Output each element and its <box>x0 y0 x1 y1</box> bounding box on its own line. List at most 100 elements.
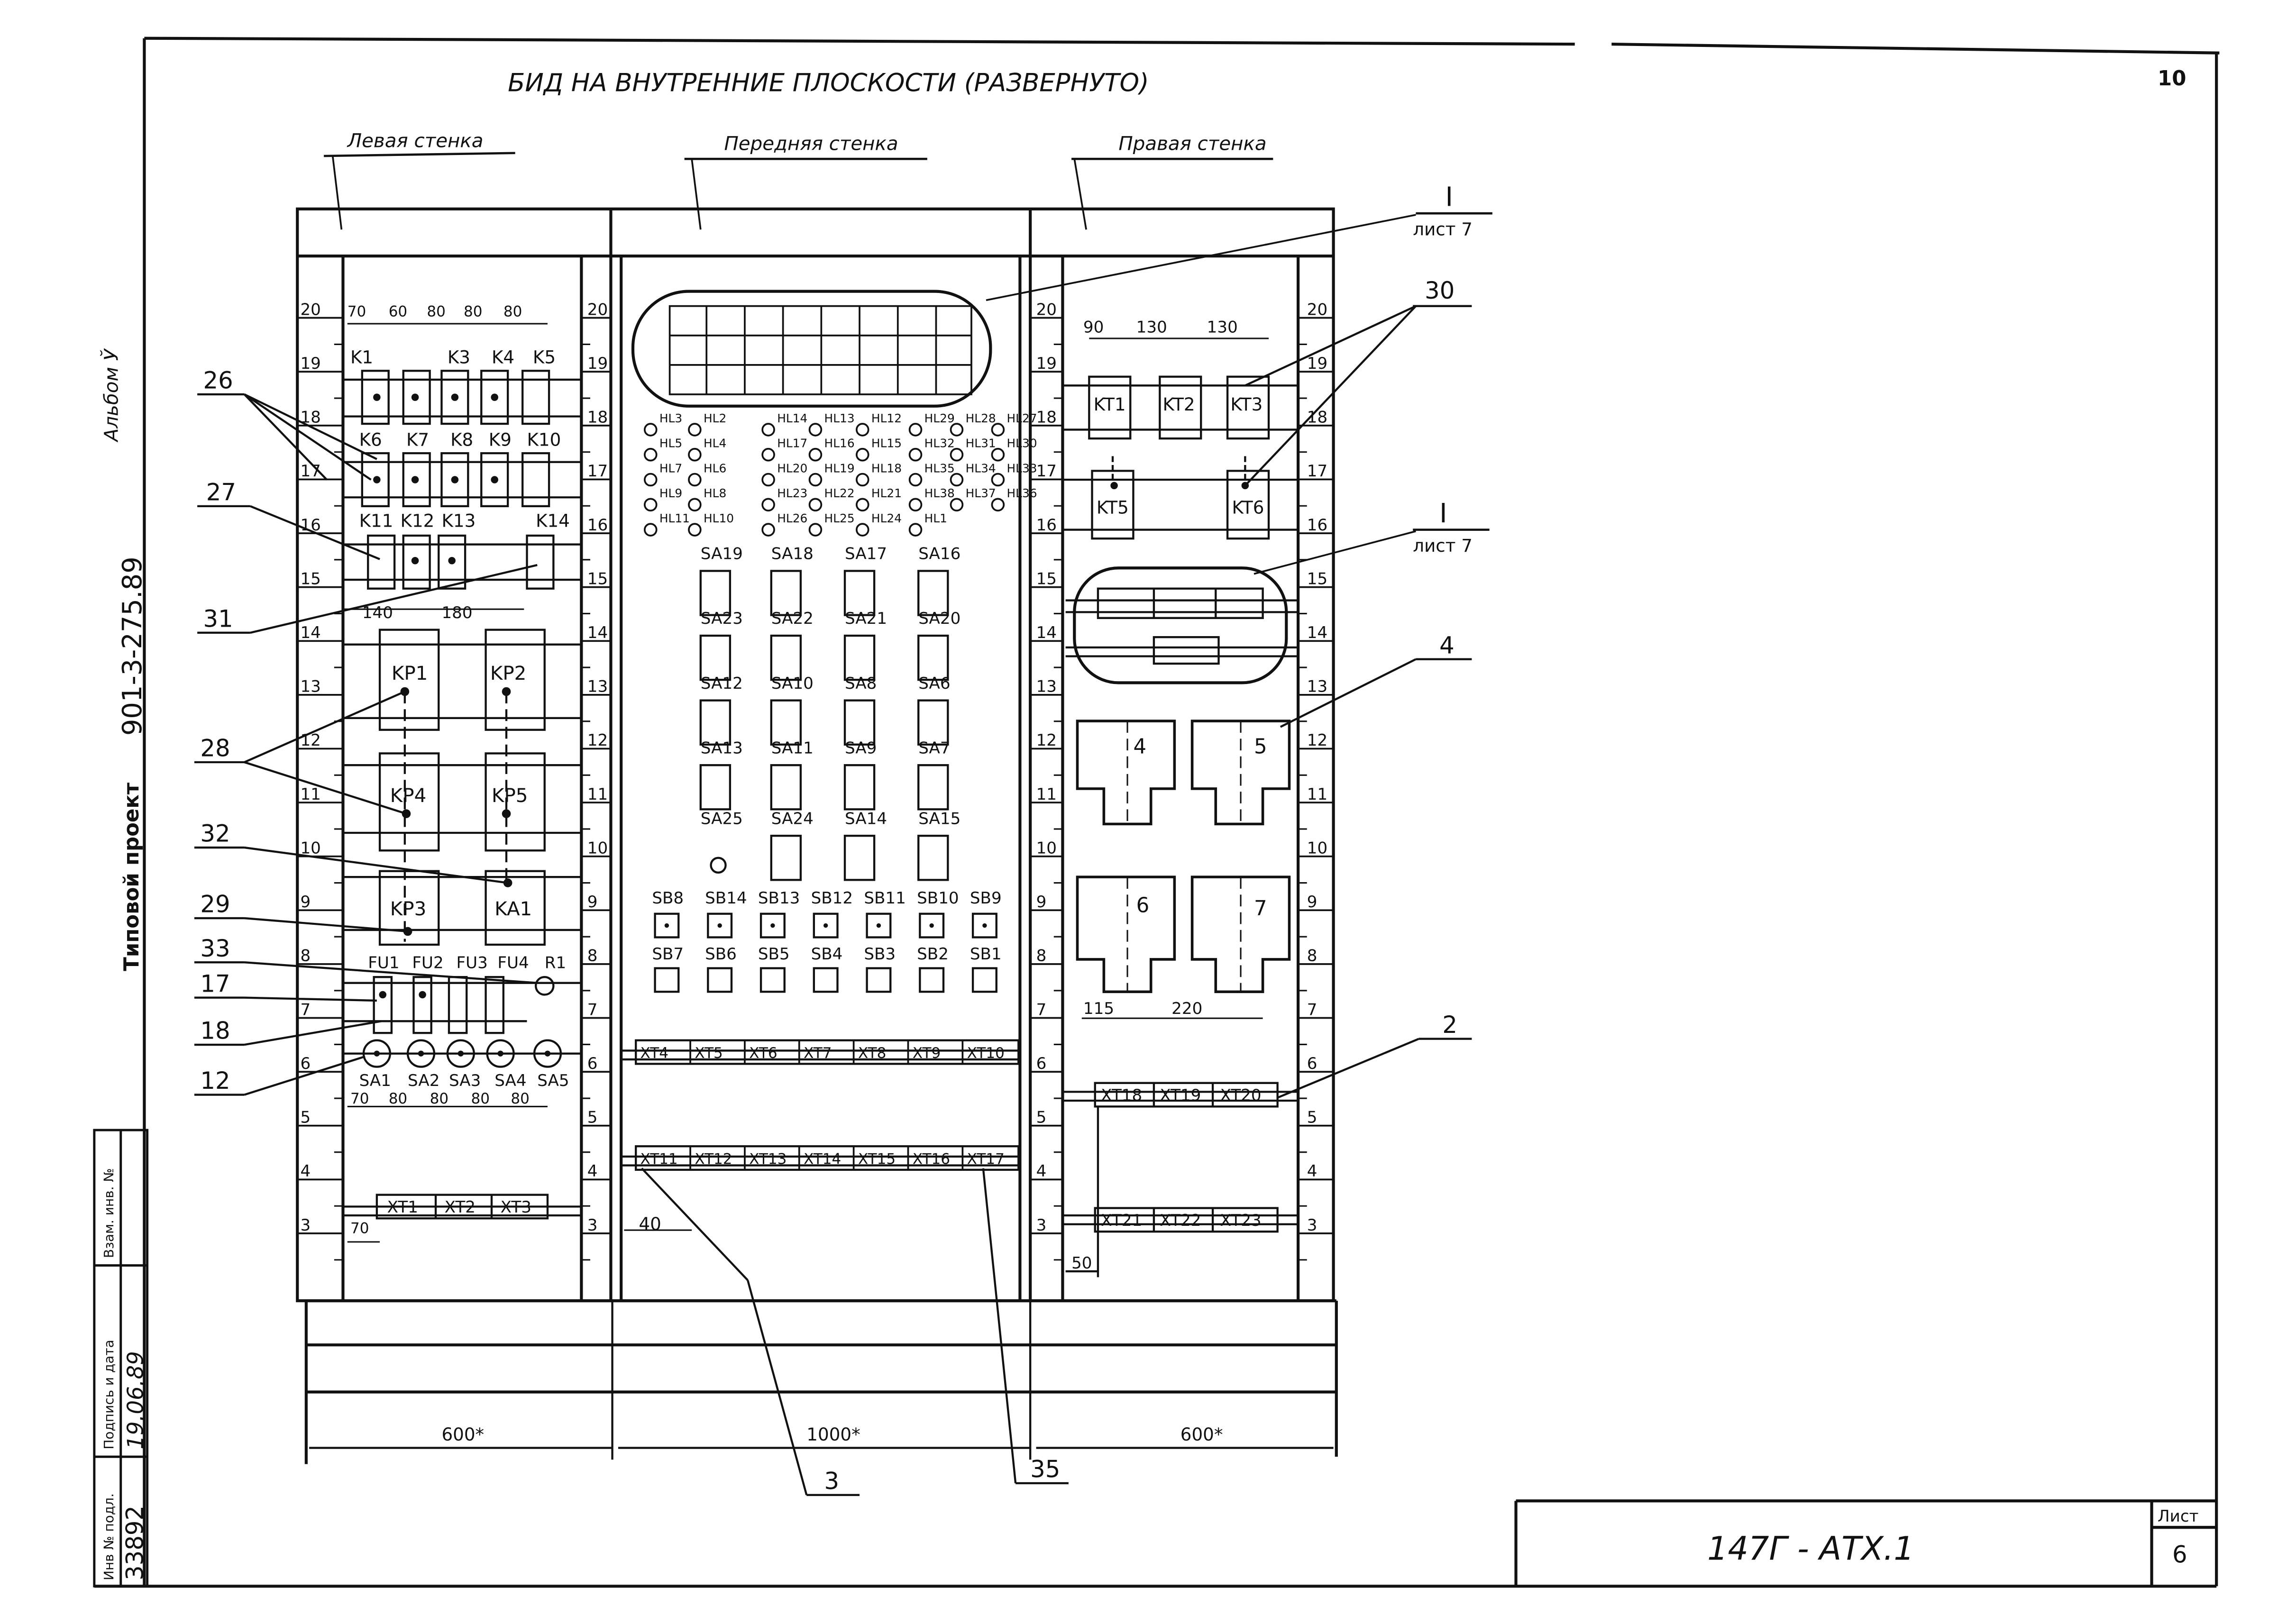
scale-tick-label: 19 <box>587 354 608 373</box>
xt2-label: XT2 <box>445 1198 476 1217</box>
front-terminal-label: XT5 <box>695 1045 723 1062</box>
xt3-label: XT3 <box>501 1198 531 1217</box>
sheet-label: Лист <box>2158 1507 2198 1526</box>
right-dim-3: 130 <box>1207 318 1238 337</box>
button-label: SB5 <box>758 945 790 964</box>
view-ref-mid-roman: I <box>1439 498 1447 529</box>
scale-tick-label: 9 <box>1307 893 1317 912</box>
scale-tick-label: 5 <box>1036 1108 1047 1127</box>
view-ref-mid-sheet: лист 7 <box>1413 535 1473 556</box>
stamp-sign-value: 19.06.89 <box>122 1351 148 1449</box>
xt19-label: XT19 <box>1160 1086 1201 1105</box>
scale-tick-label: 3 <box>1036 1216 1047 1235</box>
scale-tick-label: 11 <box>300 785 320 804</box>
scale-tick-label: 20 <box>587 300 608 319</box>
overall-dim-left: 600* <box>441 1424 484 1445</box>
block-4: 4 <box>1133 735 1146 758</box>
sa2-label: SA2 <box>408 1071 439 1090</box>
scale-tick-label: 17 <box>1036 462 1057 481</box>
front-switch <box>699 764 732 811</box>
relay-k11: K11 <box>359 510 393 531</box>
scale-tick-label: 4 <box>1036 1162 1047 1181</box>
scale-tick-label: 17 <box>1307 462 1327 481</box>
kt5-label: KT5 <box>1097 497 1129 518</box>
front-switch-label: SA16 <box>918 545 960 564</box>
front-switch <box>770 699 802 746</box>
page-number: 10 <box>2158 67 2186 91</box>
front-terminal-label: XT15 <box>858 1150 896 1167</box>
xt20-label: XT20 <box>1220 1086 1262 1105</box>
front-switch <box>699 699 732 746</box>
block-7: 7 <box>1254 897 1267 921</box>
right-dim-mid-1: 115 <box>1083 999 1114 1018</box>
front-switch <box>843 835 876 881</box>
front-switch <box>770 835 802 881</box>
push-button <box>919 912 945 939</box>
lamp-label: HL7 <box>659 461 682 475</box>
lamp-label: HL18 <box>871 461 902 475</box>
scale-tick-label: 19 <box>1307 354 1327 373</box>
right-dim-1: 90 <box>1083 318 1104 337</box>
left-dim-1: 70 <box>348 303 366 320</box>
relay-k1: K1 <box>350 347 373 368</box>
scale-tick-label: 15 <box>1036 569 1057 588</box>
lamp-label: HL26 <box>777 511 807 525</box>
project-type: Типовой проект <box>120 783 144 971</box>
view-ref-top-sheet: лист 7 <box>1413 219 1473 240</box>
scale-tick-label: 6 <box>587 1054 598 1073</box>
kp4-label: KP4 <box>390 784 426 807</box>
callout-28: 28 <box>200 735 230 762</box>
push-button <box>971 912 997 939</box>
lamp-label: HL9 <box>659 486 682 500</box>
kp5-label: KP5 <box>492 784 528 807</box>
scale-tick-label: 15 <box>1307 569 1327 588</box>
stamp-sign-label: Подпись и дата <box>101 1340 117 1449</box>
front-switch <box>843 764 876 811</box>
callout-32: 32 <box>200 820 230 848</box>
left-dim-2: 60 <box>389 303 408 320</box>
lamp-label: HL3 <box>659 411 682 425</box>
callout-12: 12 <box>200 1067 230 1094</box>
scale-tick-label: 8 <box>1307 947 1317 966</box>
scale-tick-label: 11 <box>1036 785 1057 804</box>
relay-k12: K12 <box>401 510 435 531</box>
sa-dim-2: 80 <box>389 1090 408 1107</box>
scale-tick-label: 10 <box>587 839 608 857</box>
scale-tick-label: 13 <box>1307 677 1327 696</box>
stamp-inv-label: Инв № подл. <box>101 1493 117 1580</box>
scale-tick-label: 3 <box>1307 1216 1317 1235</box>
scale-tick-label: 18 <box>1036 408 1057 427</box>
front-switch <box>917 634 949 681</box>
button-label: SB3 <box>864 945 896 964</box>
xt23-label: XT23 <box>1220 1211 1262 1230</box>
scale-tick-label: 8 <box>300 947 311 966</box>
button-label: SB11 <box>864 889 906 908</box>
relay-k3: K3 <box>448 347 470 368</box>
sa-dim-5: 80 <box>511 1090 530 1107</box>
button-label: SB6 <box>705 945 737 964</box>
left-dim-4: 80 <box>464 303 483 320</box>
front-switch-label: SA19 <box>701 545 743 564</box>
relay-k4: K4 <box>492 347 514 368</box>
push-button <box>654 967 680 993</box>
album-label: Альбом Ў <box>100 348 123 443</box>
lamp-label: HL6 <box>704 461 726 475</box>
lamp-label: HL17 <box>777 437 807 450</box>
sa-dim-3: 80 <box>430 1090 449 1107</box>
scale-tick-label: 8 <box>1036 947 1047 966</box>
front-terminal-label: XT6 <box>749 1045 777 1062</box>
lamp-label: HL21 <box>871 486 902 500</box>
front-terminal-label: XT17 <box>967 1150 1005 1167</box>
front-switch-label: SA11 <box>771 739 814 757</box>
front-switch-label: SA10 <box>771 674 814 693</box>
lamp-label: HL24 <box>871 511 902 525</box>
lamp-label: HL33 <box>1006 461 1037 475</box>
scale-tick-label: 6 <box>1036 1054 1047 1073</box>
front-terminal-label: XT11 <box>640 1150 678 1167</box>
callout-4: 4 <box>1439 631 1454 659</box>
lamp-label: HL38 <box>924 486 955 500</box>
front-terminal-label: XT14 <box>804 1150 841 1167</box>
relay-k5: K5 <box>533 347 556 368</box>
callout-31: 31 <box>203 605 233 632</box>
